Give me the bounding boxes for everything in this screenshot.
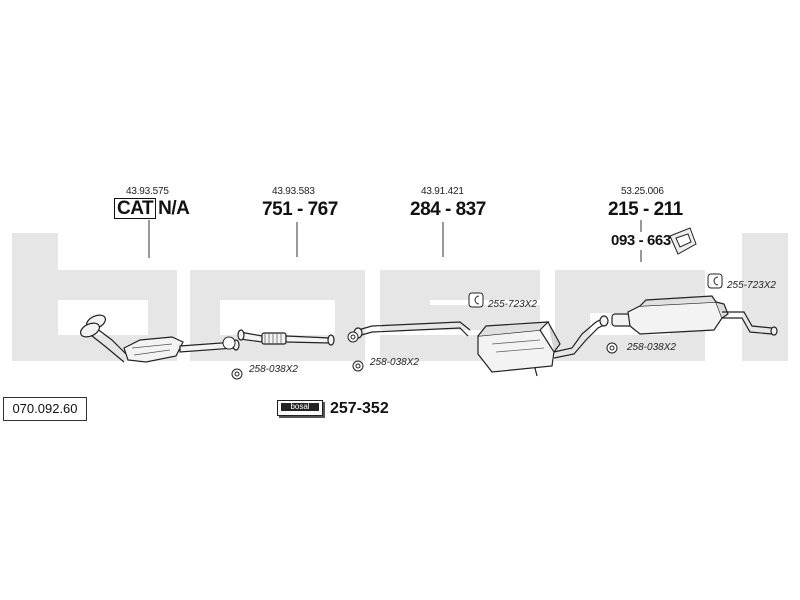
oe-number: 43.91.421: [421, 186, 464, 197]
rubber-mount-icons: [222, 331, 618, 380]
cat-label: CAT: [114, 198, 157, 219]
rear-silencer: [611, 295, 778, 336]
bosal-kit-logo: bosal: [277, 400, 323, 416]
part-number: 284 - 837: [410, 199, 486, 220]
sub-part-number: 093 - 663: [611, 232, 671, 249]
oe-number: 43.93.575: [126, 186, 169, 197]
cat-part-number: N/A: [158, 198, 190, 219]
hanger-bracket-icon: [669, 227, 697, 255]
diagram-id: 070.092.60: [3, 397, 87, 421]
front-pipe-catalytic-converter: [79, 314, 240, 363]
mounting-kit-part-number: 257-352: [330, 400, 389, 417]
centre-silencer: [353, 315, 609, 377]
accessory-label: 258-038X2: [627, 342, 676, 353]
part-number: 215 - 211: [608, 199, 683, 220]
intermediate-flex-pipe: [237, 329, 335, 346]
oe-number: 53.25.006: [621, 186, 664, 197]
kit-logo-inner: bosal: [281, 403, 319, 411]
accessory-label: 258-038X2: [249, 364, 298, 375]
rubber-mount-icon: [222, 336, 236, 350]
part-number: 751 - 767: [262, 199, 338, 220]
accessory-label: 255-723X2: [488, 299, 537, 310]
accessory-label: 255-723X2: [727, 280, 776, 291]
clamp-icons: [468, 273, 723, 308]
accessory-label: 258-038X2: [370, 357, 419, 368]
oe-number: 43.93.583: [272, 186, 315, 197]
